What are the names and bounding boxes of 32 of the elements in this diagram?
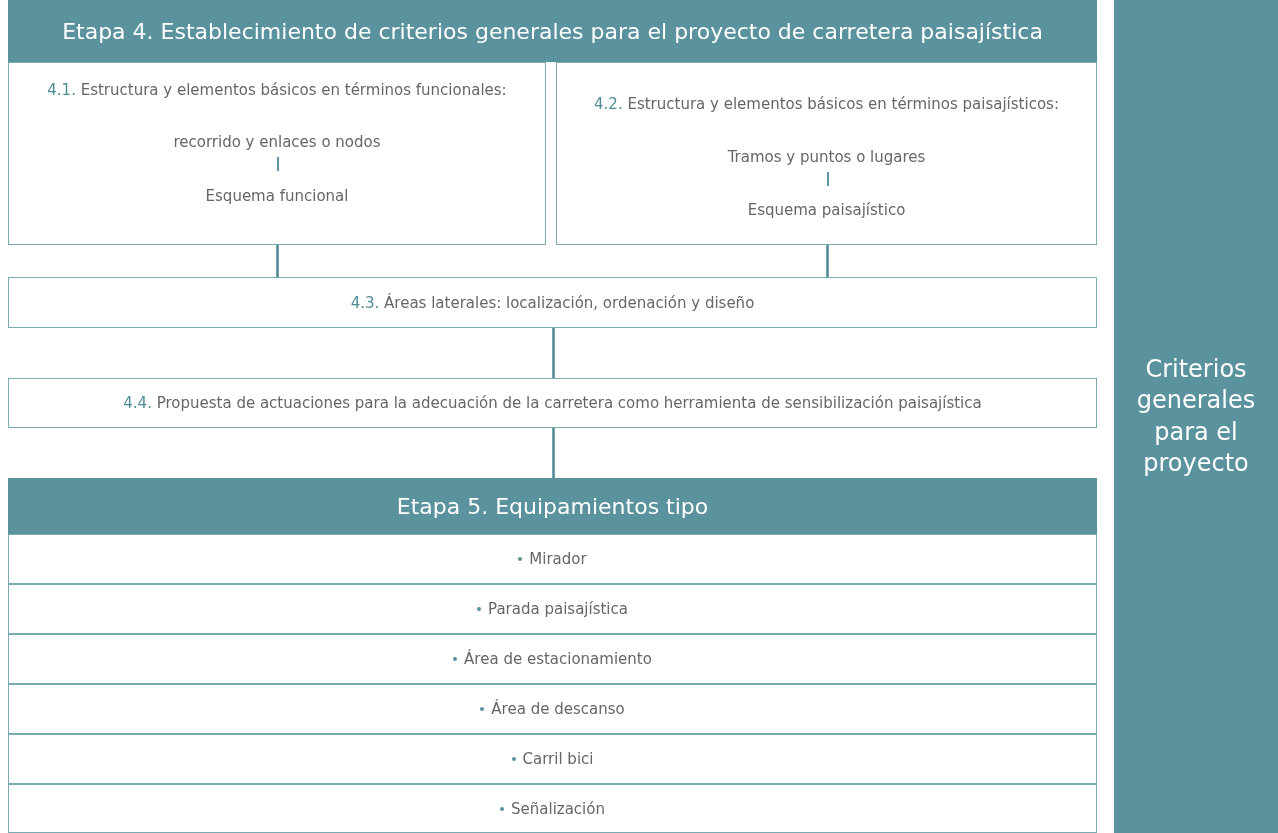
list-row <box>8 534 1097 584</box>
list-row <box>8 584 1097 634</box>
stage-heading: Etapa 4. Establecimiento de criterios generales para el proyecto de carretera paisajística <box>8 0 1097 62</box>
connector-line <box>276 245 279 277</box>
step-title: 4.4. Propuesta de actuaciones para la adecuación de la carretera como herramienta de sensibilización paisajística <box>123 394 982 412</box>
connector-line <box>552 328 555 378</box>
step-title: 4.2. Estructura y elementos básicos en términos paisajísticos: <box>593 95 1060 113</box>
step-item: Esquema funcional <box>204 187 350 205</box>
side-label: Criterios generales para el proyecto <box>1135 354 1257 479</box>
list-row <box>8 634 1097 684</box>
list-item-text: Área de descanso <box>491 700 625 718</box>
list-item-text: Área de estacionamiento <box>464 650 652 668</box>
step-item: Tramos y puntos o lugares <box>726 148 927 166</box>
step-title: 4.3. Áreas laterales: localización, ordenación y diseño <box>350 293 755 312</box>
step-item: recorrido y enlaces o nodos <box>172 133 382 151</box>
list-row <box>8 684 1097 734</box>
connector-line <box>826 245 829 277</box>
step-item: Esquema paisajístico <box>746 201 907 219</box>
side-panel <box>1114 0 1278 833</box>
list-item-text: Parada paisajística <box>488 600 628 618</box>
step-box <box>8 277 1097 328</box>
list-item-text: Carril bici <box>522 750 594 768</box>
list-row <box>8 734 1097 784</box>
list-item-text: Mirador <box>529 550 587 568</box>
connector-line <box>552 428 555 478</box>
stage-heading: Etapa 5. Equipamientos tipo <box>8 478 1097 534</box>
detail-box <box>8 62 546 245</box>
step-title: 4.1. Estructura y elementos básicos en términos funcionales: <box>46 81 508 99</box>
detail-box <box>556 62 1097 245</box>
list-item-text: Señalización <box>511 799 605 818</box>
list-row <box>8 784 1097 833</box>
step-box <box>8 378 1097 428</box>
